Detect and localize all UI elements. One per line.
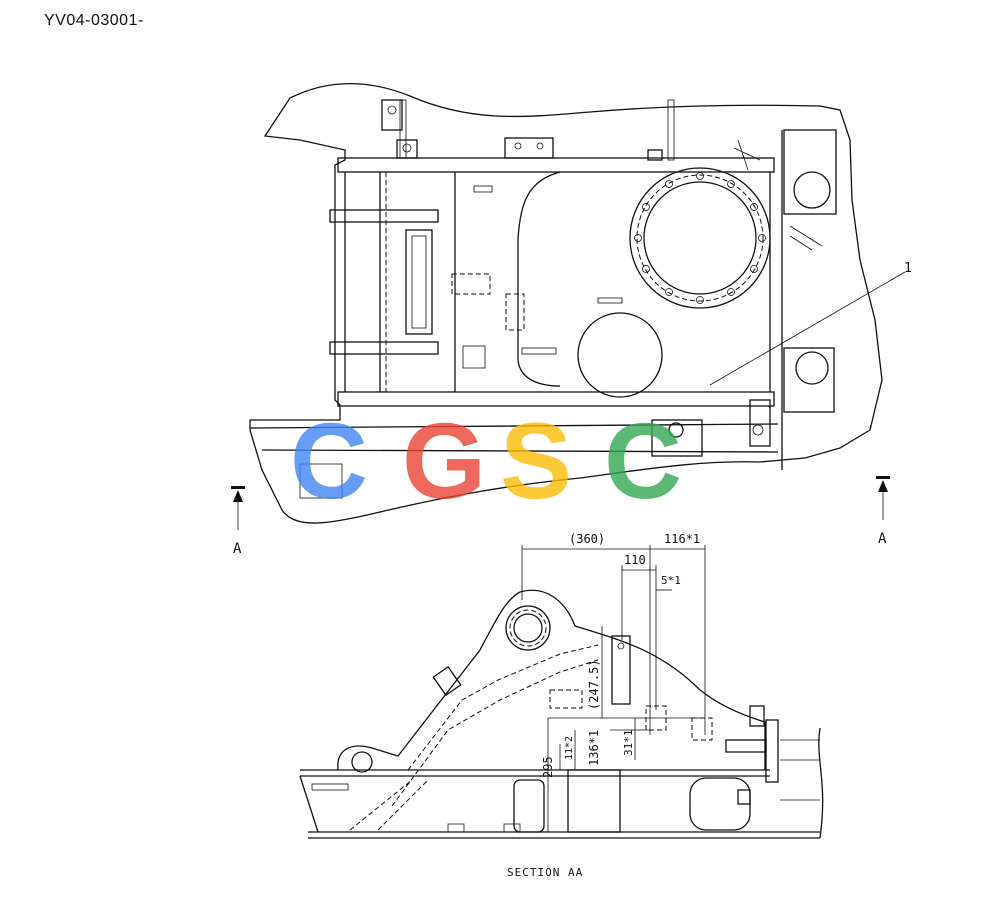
section-mark-left: A xyxy=(231,486,245,557)
section-mark-right: A xyxy=(876,476,890,547)
boom-foot-bracket xyxy=(337,589,766,771)
plan-view: 1 A A xyxy=(231,82,912,557)
dim-31: 31*1 xyxy=(622,730,635,757)
dim-247-5: (247.5) xyxy=(587,659,601,710)
bearing-bolt-holes xyxy=(634,172,766,304)
dim-11: 11*2 xyxy=(564,736,575,760)
svg-text:A: A xyxy=(878,531,887,547)
drawing-part-code: YV04-03001- xyxy=(44,12,144,29)
section-view: (360) 116*1 110 5*1 (247.5) 295 136*1 31… xyxy=(299,532,824,879)
callout-number: 1 xyxy=(904,261,912,276)
swing-bearing-ring xyxy=(629,167,771,309)
watermark-letter: C xyxy=(290,400,368,521)
dim-360: (360) xyxy=(569,532,605,546)
callout-leader xyxy=(709,271,906,386)
svg-text:A: A xyxy=(233,541,242,557)
frame-rail-bottom xyxy=(337,391,775,407)
dim-116: 116*1 xyxy=(664,532,700,546)
watermark-letter: C xyxy=(604,400,682,521)
dim-136: 136*1 xyxy=(587,730,601,766)
dim-5: 5*1 xyxy=(661,574,681,587)
watermark-logo: C G S C xyxy=(290,400,682,521)
frame-rail-top xyxy=(337,157,775,173)
watermark-letter: S xyxy=(500,400,572,521)
dim-110: 110 xyxy=(624,553,646,567)
watermark-letter: G xyxy=(402,400,486,521)
section-caption: SECTION AA xyxy=(507,866,583,879)
plan-outline xyxy=(249,82,883,524)
dim-295: 295 xyxy=(541,756,555,778)
dimension-lines xyxy=(521,545,706,832)
